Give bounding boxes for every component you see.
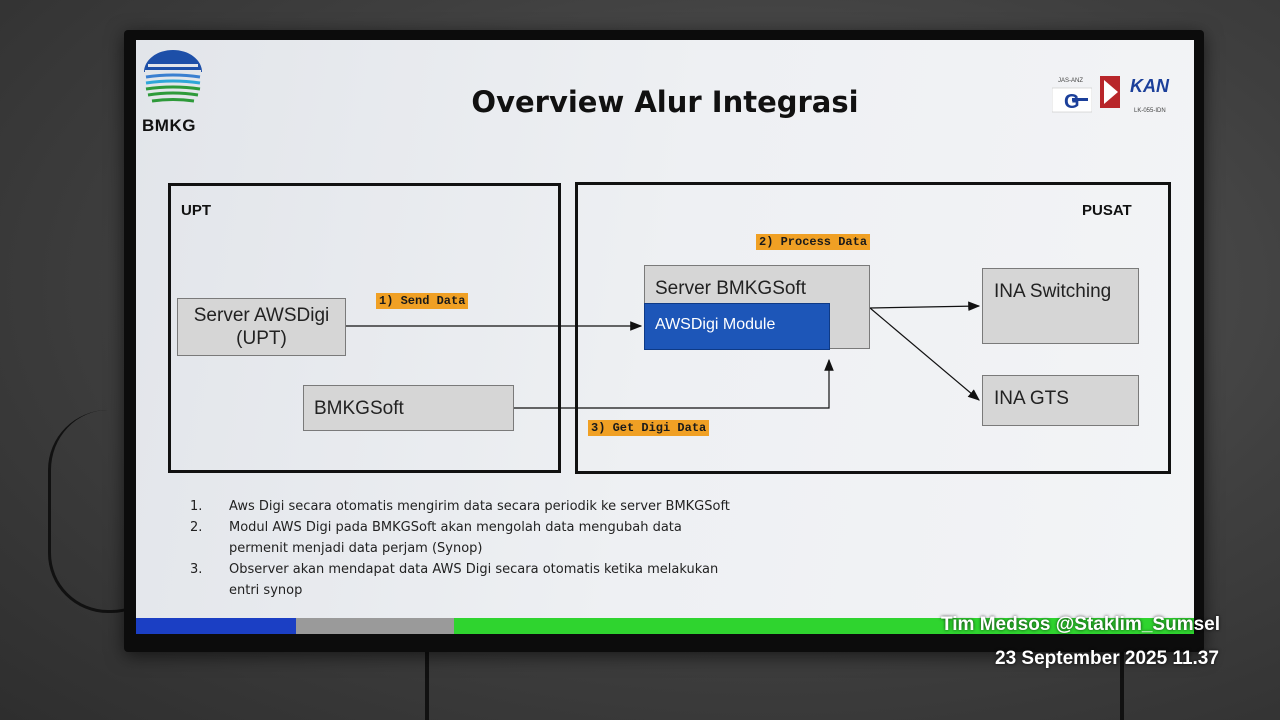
slide-screen: BMKG Overview Alur Integrasi JAS-ANZ G K…: [136, 40, 1194, 634]
note-text: Observer akan mendapat data AWS Digi sec…: [229, 562, 719, 577]
ina-gts-box: INA GTS: [982, 375, 1139, 426]
server-awsdigi-box: Server AWSDigi (UPT): [177, 298, 346, 356]
kan-text: KAN: [1130, 76, 1169, 96]
note-text: entri synop: [229, 583, 303, 598]
note-number: 2.: [190, 520, 203, 535]
slide-title: Overview Alur Integrasi: [471, 85, 859, 119]
flow-arrows: [346, 301, 981, 409]
note-text: permenit menjadi data perjam (Synop): [229, 541, 483, 556]
jas-anz-text: JAS-ANZ: [1058, 78, 1084, 84]
note-number: 3.: [190, 562, 203, 577]
awsdigi-module-label: AWSDigi Module: [655, 316, 776, 333]
cable-right: [1120, 650, 1124, 720]
cable-bottom: [425, 650, 429, 720]
pusat-label: PUSAT: [1082, 202, 1132, 219]
kan-code: LK-055-IDN: [1134, 108, 1166, 114]
footer-bar-gray: [296, 618, 454, 634]
timestamp-overlay: 23 September 2025 11.37: [995, 648, 1219, 669]
step2-tag: 2) Process Data: [756, 234, 871, 250]
ina-switching-label: INA Switching: [994, 281, 1112, 302]
bmkg-logo-icon: [144, 50, 202, 103]
accreditation-badge: JAS-ANZ G KAN LK-055-IDN: [1044, 74, 1184, 122]
upt-label: UPT: [181, 202, 211, 219]
bmkgsoft-box: BMKGSoft: [303, 385, 514, 431]
note-number: 1.: [190, 499, 203, 514]
arrow-to-ina-switching: [869, 301, 981, 311]
jas-anz-icon: G: [1052, 87, 1092, 113]
kan-logo-icon: [1100, 76, 1120, 108]
server-awsdigi-line2: (UPT): [236, 328, 287, 349]
arrow-to-ina-gts: [869, 307, 980, 401]
upt-panel: [168, 183, 561, 473]
bmkgsoft-label: BMKGSoft: [314, 398, 404, 419]
pusat-panel: [575, 182, 1171, 474]
logo-text: BMKG: [142, 116, 196, 135]
credit-overlay: Tim Medsos @Staklim_Sumsel: [941, 614, 1220, 635]
ina-switching-box: INA Switching: [982, 268, 1139, 344]
svg-text:G: G: [1064, 91, 1080, 113]
server-bmkgsoft-label: Server BMKGSoft: [655, 278, 806, 299]
awsdigi-module-box: AWSDigi Module: [644, 303, 830, 350]
footer-bar-green: [454, 618, 1194, 634]
note-text: Modul AWS Digi pada BMKGSoft akan mengol…: [229, 520, 682, 535]
step3-tag: 3) Get Digi Data: [588, 420, 710, 436]
footer-bar-blue: [136, 618, 296, 634]
server-awsdigi-line1: Server AWSDigi: [193, 305, 330, 326]
note-text: Aws Digi secara otomatis mengirim data s…: [229, 499, 730, 514]
ina-gts-label: INA GTS: [994, 388, 1069, 409]
arrow-get-digi-data: [514, 358, 834, 409]
step1-tag: 1) Send Data: [376, 293, 469, 309]
power-cable: [48, 410, 171, 613]
